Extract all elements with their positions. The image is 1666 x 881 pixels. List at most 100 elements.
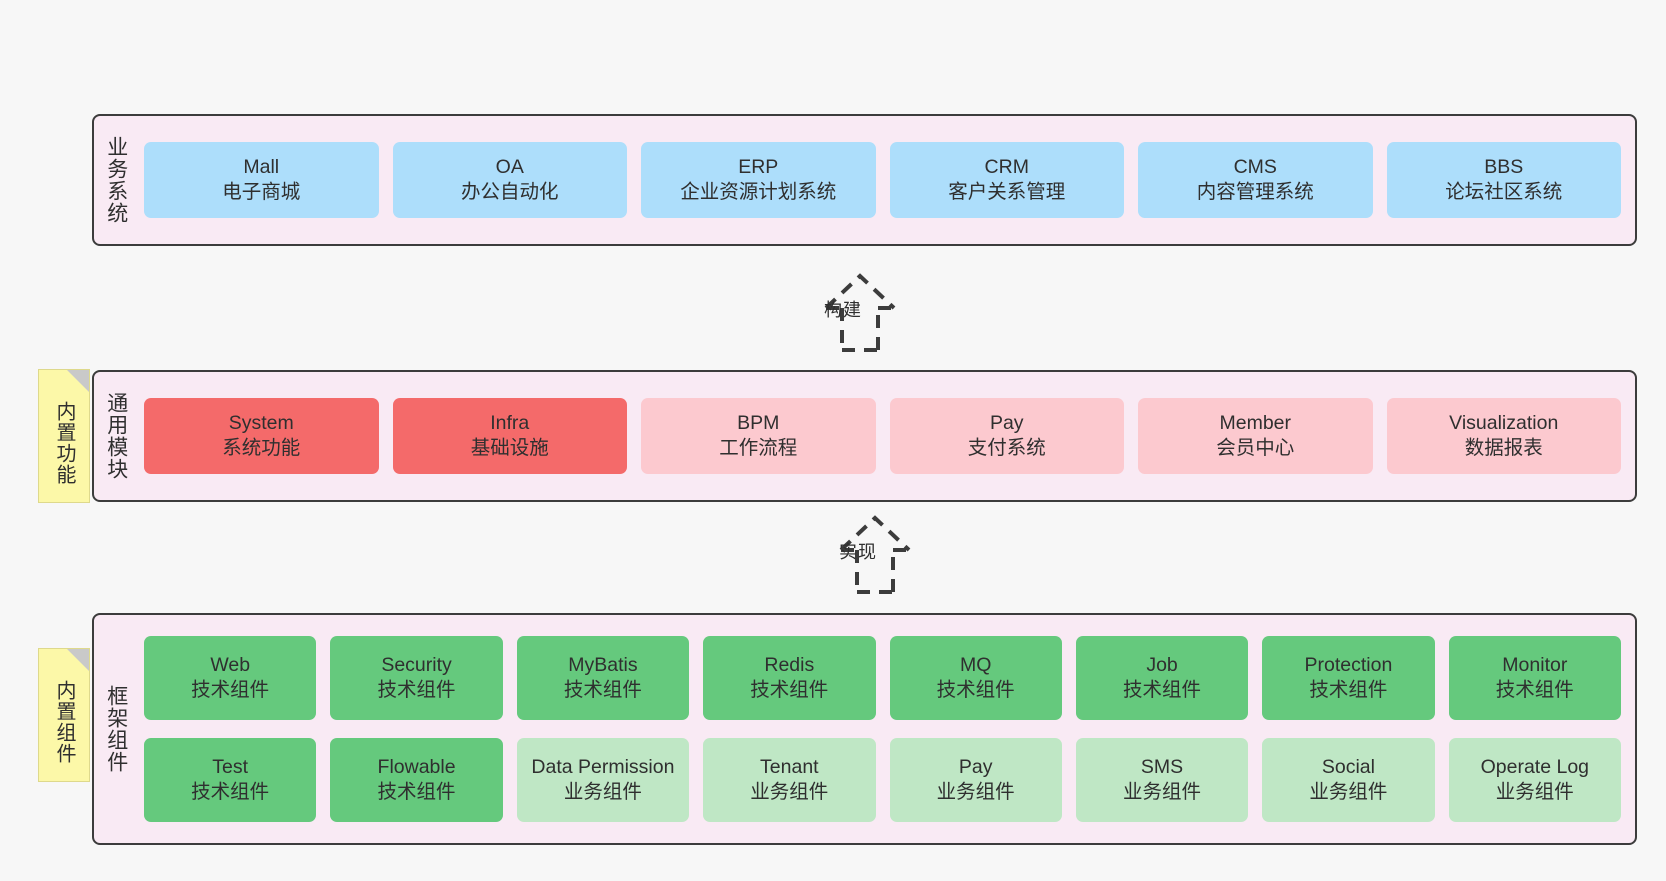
card-subtitle: 技术组件 [191, 781, 270, 803]
card-system[interactable]: System 系统功能 [144, 398, 379, 474]
card-title: Pay [958, 755, 993, 778]
card-row-business: Mall 电子商城 OA 办公自动化 ERP 企业资源计划系统 CRM 客户关系… [144, 142, 1621, 218]
card-subtitle: 论坛社区系统 [1445, 181, 1563, 203]
card-operate-log[interactable]: Operate Log 业务组件 [1448, 738, 1621, 822]
card-sms[interactable]: SMS 业务组件 [1075, 738, 1249, 822]
layer-title-modules: 通用模块 [104, 392, 128, 480]
layer-business-systems: 业务系统 Mall 电子商城 OA 办公自动化 ERP 企业资源计划系统 CRM… [92, 114, 1637, 246]
layer-title-framework: 框架组件 [104, 685, 128, 773]
card-subtitle: 业务组件 [563, 781, 642, 803]
layer-framework-components: 框架组件 Web 技术组件 Security 技术组件 MyBatis 技术组件… [92, 613, 1637, 845]
card-subtitle: 工作流程 [719, 437, 798, 459]
card-subtitle: 业务组件 [1495, 781, 1574, 803]
card-member[interactable]: Member 会员中心 [1138, 398, 1373, 474]
card-title: BBS [1484, 155, 1524, 178]
card-job[interactable]: Job 技术组件 [1075, 636, 1249, 720]
card-title: Data Permission [531, 755, 675, 778]
card-title: Tenant [760, 755, 819, 778]
connector-build: 构建 [780, 258, 940, 358]
folded-corner-icon [67, 649, 89, 671]
card-row-modules: System 系统功能 Infra 基础设施 BPM 工作流程 Pay 支付系统… [144, 398, 1621, 474]
card-title: CRM [984, 155, 1029, 178]
card-title: Security [381, 653, 452, 676]
card-subtitle: 支付系统 [967, 437, 1046, 459]
build-arrow-icon [824, 273, 896, 352]
card-oa[interactable]: OA 办公自动化 [392, 142, 627, 218]
card-tenant[interactable]: Tenant 业务组件 [703, 738, 876, 822]
card-mq[interactable]: MQ 技术组件 [889, 636, 1062, 720]
card-row-framework-tech: Web 技术组件 Security 技术组件 MyBatis 技术组件 Redi… [144, 636, 1621, 720]
card-subtitle: 企业资源计划系统 [680, 181, 837, 203]
card-data-permission[interactable]: Data Permission 业务组件 [516, 738, 690, 822]
card-subtitle: 技术组件 [1123, 679, 1202, 701]
card-redis[interactable]: Redis 技术组件 [703, 636, 876, 720]
connector-implement: 实现 [795, 500, 955, 600]
card-subtitle: 技术组件 [1309, 679, 1388, 701]
layer-body-framework: Web 技术组件 Security 技术组件 MyBatis 技术组件 Redi… [138, 615, 1635, 843]
card-pay-component[interactable]: Pay 业务组件 [889, 738, 1062, 822]
card-subtitle: 技术组件 [750, 679, 829, 701]
card-subtitle: 办公自动化 [460, 181, 559, 203]
card-subtitle: 技术组件 [377, 781, 456, 803]
card-subtitle: 业务组件 [1309, 781, 1388, 803]
layer-common-modules: 通用模块 System 系统功能 Infra 基础设施 BPM 工作流程 Pay… [92, 370, 1637, 502]
card-title: Pay [989, 411, 1024, 434]
card-subtitle: 客户关系管理 [948, 181, 1066, 203]
card-title: Redis [764, 653, 815, 676]
card-title: Flowable [377, 755, 456, 778]
card-social[interactable]: Social 业务组件 [1262, 738, 1435, 822]
card-title: Job [1146, 653, 1178, 676]
folded-corner-icon [67, 370, 89, 392]
card-title: Test [212, 755, 249, 778]
card-security[interactable]: Security 技术组件 [330, 636, 503, 720]
card-subtitle: 技术组件 [563, 679, 642, 701]
card-monitor[interactable]: Monitor 技术组件 [1448, 636, 1621, 720]
card-subtitle: 系统功能 [222, 437, 301, 459]
card-subtitle: 电子商城 [222, 181, 301, 203]
card-mall[interactable]: Mall 电子商城 [144, 142, 379, 218]
card-mybatis[interactable]: MyBatis 技术组件 [516, 636, 690, 720]
card-subtitle: 业务组件 [750, 781, 829, 803]
layer-title-business: 业务系统 [104, 136, 128, 224]
card-title: BPM [737, 411, 780, 434]
card-erp[interactable]: ERP 企业资源计划系统 [641, 142, 876, 218]
card-flowable[interactable]: Flowable 技术组件 [330, 738, 503, 822]
card-title: Social [1321, 755, 1375, 778]
card-subtitle: 业务组件 [1123, 781, 1202, 803]
card-title: Operate Log [1480, 755, 1590, 778]
card-row-framework-business: Test 技术组件 Flowable 技术组件 Data Permission … [144, 738, 1621, 822]
card-cms[interactable]: CMS 内容管理系统 [1138, 142, 1373, 218]
connector-label-implement: 实现 [839, 542, 877, 562]
sticky-note-label: 内置功能 [53, 401, 75, 485]
card-web[interactable]: Web 技术组件 [144, 636, 317, 720]
card-title: Monitor [1502, 653, 1568, 676]
card-title: System [228, 411, 294, 434]
card-subtitle: 基础设施 [470, 437, 549, 459]
card-subtitle: 数据报表 [1464, 437, 1543, 459]
card-bbs[interactable]: BBS 论坛社区系统 [1386, 142, 1621, 218]
card-subtitle: 会员中心 [1216, 437, 1295, 459]
card-visualization[interactable]: Visualization 数据报表 [1386, 398, 1621, 474]
card-infra[interactable]: Infra 基础设施 [392, 398, 627, 474]
implement-arrow-icon [839, 515, 911, 594]
card-protection[interactable]: Protection 技术组件 [1262, 636, 1435, 720]
card-title: Protection [1304, 653, 1393, 676]
card-subtitle: 业务组件 [936, 781, 1015, 803]
card-title: MQ [959, 653, 992, 676]
card-bpm[interactable]: BPM 工作流程 [641, 398, 876, 474]
sticky-note-label: 内置组件 [53, 680, 75, 764]
card-crm[interactable]: CRM 客户关系管理 [889, 142, 1124, 218]
card-subtitle: 技术组件 [191, 679, 270, 701]
layer-body-modules: System 系统功能 Infra 基础设施 BPM 工作流程 Pay 支付系统… [138, 372, 1635, 500]
card-title: ERP [738, 155, 779, 178]
card-subtitle: 技术组件 [377, 679, 456, 701]
layer-body-business: Mall 电子商城 OA 办公自动化 ERP 企业资源计划系统 CRM 客户关系… [138, 116, 1635, 244]
card-subtitle: 技术组件 [936, 679, 1015, 701]
card-test[interactable]: Test 技术组件 [144, 738, 317, 822]
card-title: SMS [1140, 755, 1184, 778]
card-pay-module[interactable]: Pay 支付系统 [889, 398, 1124, 474]
sticky-note-builtin-components: 内置组件 [38, 648, 90, 782]
card-subtitle: 内容管理系统 [1196, 181, 1314, 203]
sticky-note-builtin-features: 内置功能 [38, 369, 90, 503]
